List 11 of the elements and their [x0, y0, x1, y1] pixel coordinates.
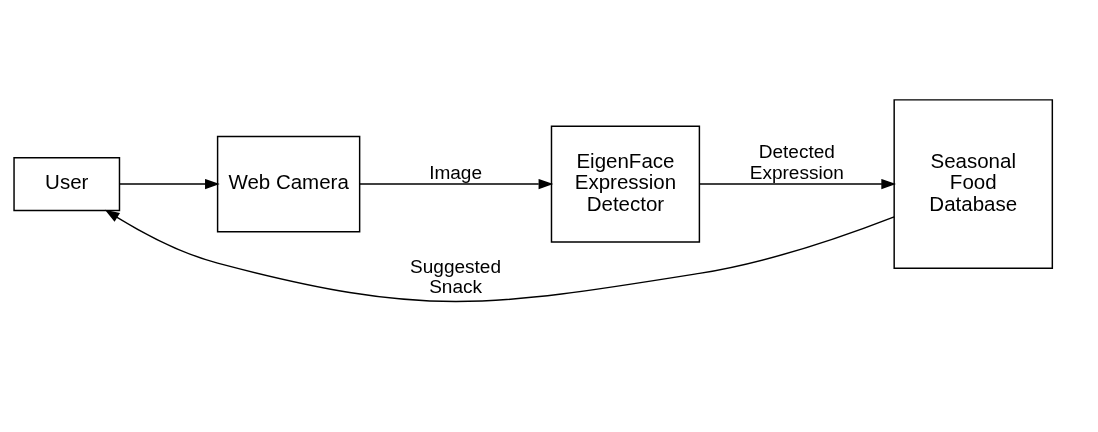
node-box: Web Camera [216, 135, 361, 232]
node-box: User [13, 156, 121, 211]
arrow [104, 209, 895, 302]
arrow [358, 178, 554, 189]
arrow [118, 178, 220, 189]
edge-label: Suggested Snack [410, 255, 502, 297]
arrow [698, 178, 896, 189]
node-box: Seasonal Food Database [893, 98, 1054, 269]
edge-label: Detected Expression [749, 140, 844, 183]
node-box: EigenFace Expression Detector [550, 125, 701, 243]
edge-label: Image [429, 161, 482, 183]
